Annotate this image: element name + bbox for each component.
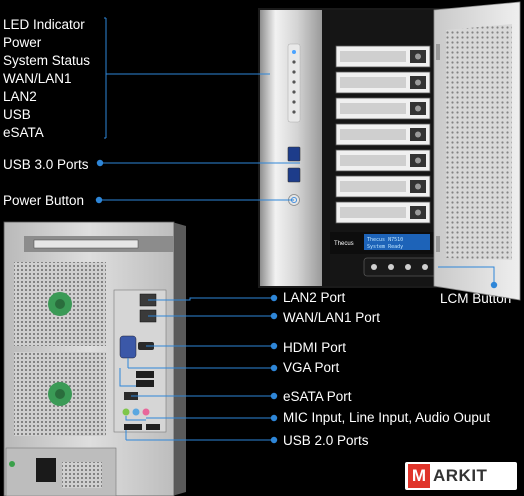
watermark-rest: ARKIT <box>433 466 488 485</box>
usb2-ports-label: USB 2.0 Ports <box>283 433 369 448</box>
esata-led-icon <box>292 100 296 104</box>
expansion-slot <box>33 239 139 249</box>
power-led-label: Power <box>3 35 42 50</box>
front-nas-unit: Thecus Thecus N7510 System Ready <box>258 1 521 301</box>
hdmi-port-label: HDMI Port <box>283 340 347 355</box>
mic-input-icon <box>142 408 150 416</box>
lcm-panel: Thecus Thecus N7510 System Ready <box>330 232 439 277</box>
vga-port-label: VGA Port <box>283 360 340 375</box>
power-led-icon <box>292 50 296 54</box>
system-status-led-icon <box>292 60 296 64</box>
power-socket-icon <box>36 458 56 482</box>
wan-lan1-led-icon <box>292 70 296 74</box>
brand-logo-text: Thecus <box>334 241 354 247</box>
usb3-ports <box>287 146 301 183</box>
usb3-ports-label: USB 3.0 Ports <box>3 157 89 172</box>
rear-fan-bottom <box>14 352 106 436</box>
audio-output-icon <box>132 408 140 416</box>
drive-trays <box>335 45 431 224</box>
lan2-port-label: LAN2 Port <box>283 290 346 305</box>
line-input-icon <box>122 408 130 416</box>
power-button-label: Power Button <box>3 193 85 208</box>
wan-lan1-led-label: WAN/LAN1 <box>3 71 72 86</box>
usb-led-icon <box>292 90 296 94</box>
esata-led-label: eSATA <box>3 125 44 140</box>
markit-watermark-logo: M ARKIT <box>405 462 517 490</box>
audio-ports-label: MIC Input, Line Input, Audio Ouput <box>283 410 491 425</box>
callout-dots <box>95 159 498 444</box>
watermark-m: M <box>408 464 430 488</box>
callout-lines <box>99 17 495 441</box>
lcm-line-2: System Ready <box>367 244 403 250</box>
lan2-led-label: LAN2 <box>3 89 37 104</box>
led-indicator-label: LED Indicator <box>3 17 85 32</box>
esata-port-label: eSATA Port <box>283 389 352 404</box>
system-status-led-label: System Status <box>3 53 91 68</box>
usb2-port-icon <box>136 371 154 378</box>
rear-fan-top <box>14 262 106 346</box>
usb-led-label: USB <box>3 107 31 122</box>
led-indicator-list: LED Indicator Power System Status WAN/LA… <box>3 16 90 142</box>
led-indicators <box>287 43 301 123</box>
rear-nas-unit <box>3 221 186 496</box>
vga-port-icon <box>119 335 137 359</box>
lcm-line-1: Thecus N7510 <box>367 237 403 243</box>
lcm-screen <box>364 234 430 250</box>
wan-lan1-port-label: WAN/LAN1 Port <box>283 310 381 325</box>
lan2-led-icon <box>292 80 296 84</box>
